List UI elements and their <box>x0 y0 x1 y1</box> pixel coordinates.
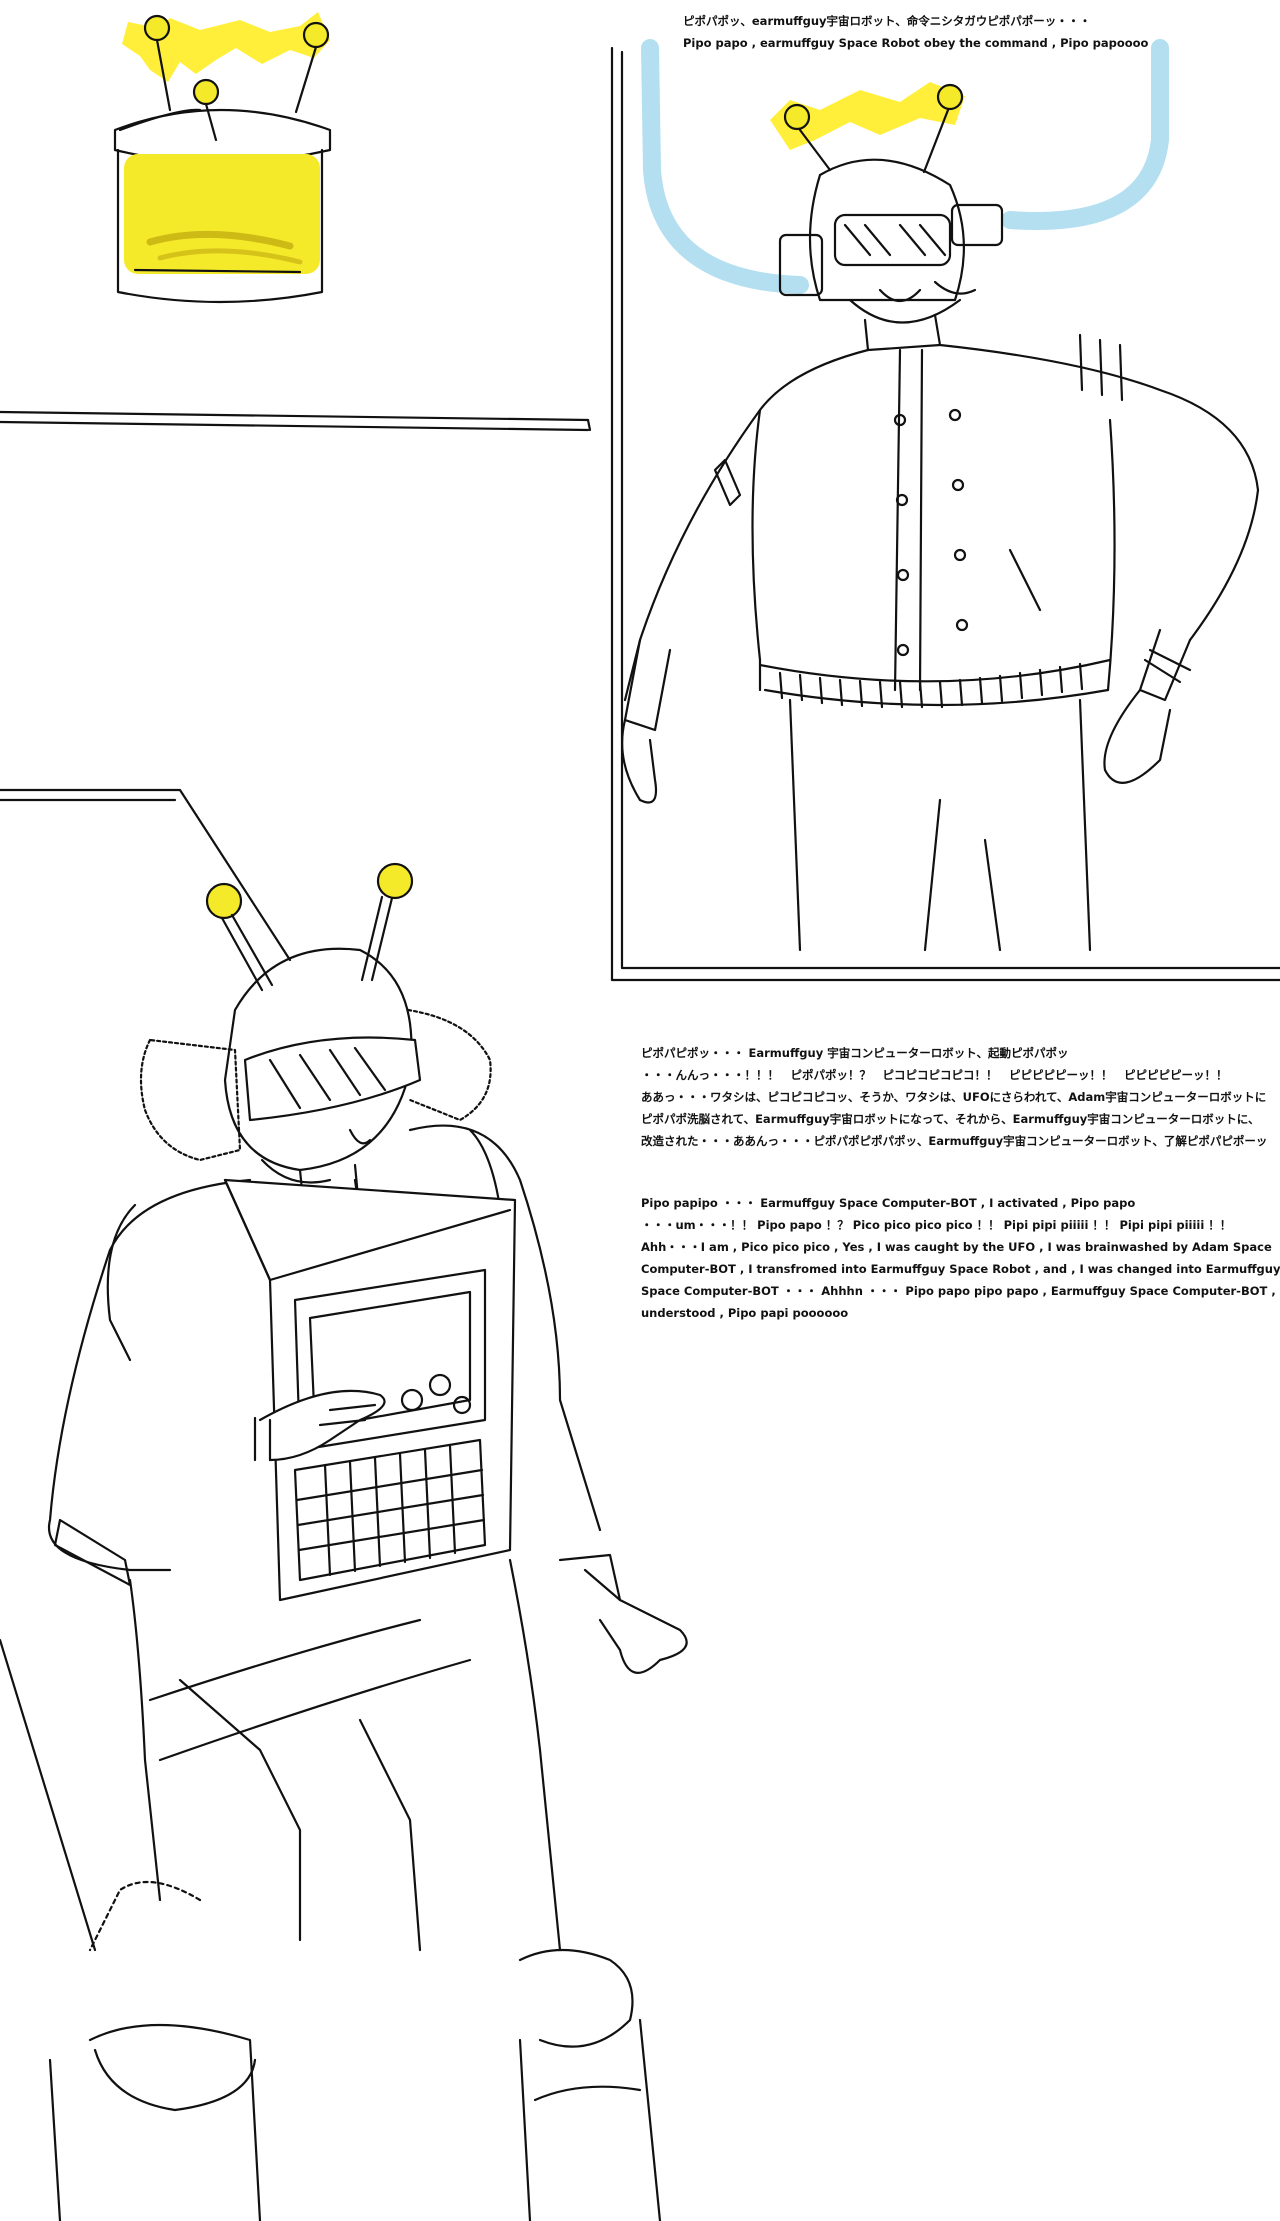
caption-line: Space Computer-BOT ・・・ Ahhhn ・・・ Pipo pa… <box>641 1284 1280 1298</box>
antenna-bulb-icon <box>783 103 811 131</box>
caption-line: ピポパポッ、earmuffguy宇宙ロボット、命令ニシタガウピポパポーッ・・・ <box>683 14 1091 28</box>
antenna-bulb-icon <box>192 78 220 106</box>
antenna-bulb-icon <box>302 21 330 49</box>
antenna-bulb-icon <box>205 882 243 920</box>
panel-borders <box>0 46 1280 1952</box>
caption-mid-jp: ピポパピポッ・・・ Earmuffguy 宇宙コンピューターロボット、起動ピポパ… <box>641 1042 1267 1152</box>
antenna-bulb-icon <box>143 14 171 42</box>
caption-line: 改造された・・・ああんっ・・・ピポパポピポパポッ、Earmuffguy宇宙コンピ… <box>641 1134 1268 1148</box>
lightning-burst <box>770 82 965 150</box>
caption-line: Pipo papo , earmuffguy Space Robot obey … <box>683 36 1149 50</box>
caption-line: ・・・um・・・！！ Pipo papo ！？ Pico pico pico p… <box>641 1218 1232 1232</box>
caption-line: ピポパポ洗脳されて、Earmuffguy宇宙ロボットになって、それから、Earm… <box>641 1112 1260 1126</box>
caption-line: ・・・んんっ・・・！！！ ピポパポッ！？ ピコピコピコピコ！！ ピピピピピーッ！… <box>641 1068 1228 1082</box>
blue-beam <box>1001 39 1169 230</box>
caption-line: Computer-BOT , I transfromed into Earmuf… <box>641 1262 1280 1276</box>
antenna-bulb-icon <box>936 83 964 111</box>
caption-line: ああっ・・・ワタシは、ピコピコピコッ、そうか、ワタシは、UFOにさらわれて、Ad… <box>641 1090 1267 1104</box>
caption-line: understood , Pipo papi poooooo <box>641 1306 849 1320</box>
caption-line: Pipo papipo ・・・ Earmuffguy Space Compute… <box>641 1196 1136 1210</box>
computer-bot-drawing <box>47 862 688 2221</box>
blue-beam <box>641 39 809 294</box>
lightning-burst <box>122 12 330 82</box>
earmuffguy-drawing <box>621 39 1260 952</box>
caption-line: ピポパピポッ・・・ Earmuffguy 宇宙コンピューターロボット、起動ピポパ… <box>641 1046 1069 1060</box>
caption-line: Ahh・・・I am , Pico pico pico , Yes , I wa… <box>641 1240 1272 1254</box>
caption-top: ピポパポッ、earmuffguy宇宙ロボット、命令ニシタガウピポパポーッ・・・ … <box>683 10 1148 54</box>
robot-device-drawing <box>113 12 332 304</box>
antenna-bulb-icon <box>376 862 414 900</box>
caption-mid-en: Pipo papipo ・・・ Earmuffguy Space Compute… <box>641 1192 1280 1324</box>
